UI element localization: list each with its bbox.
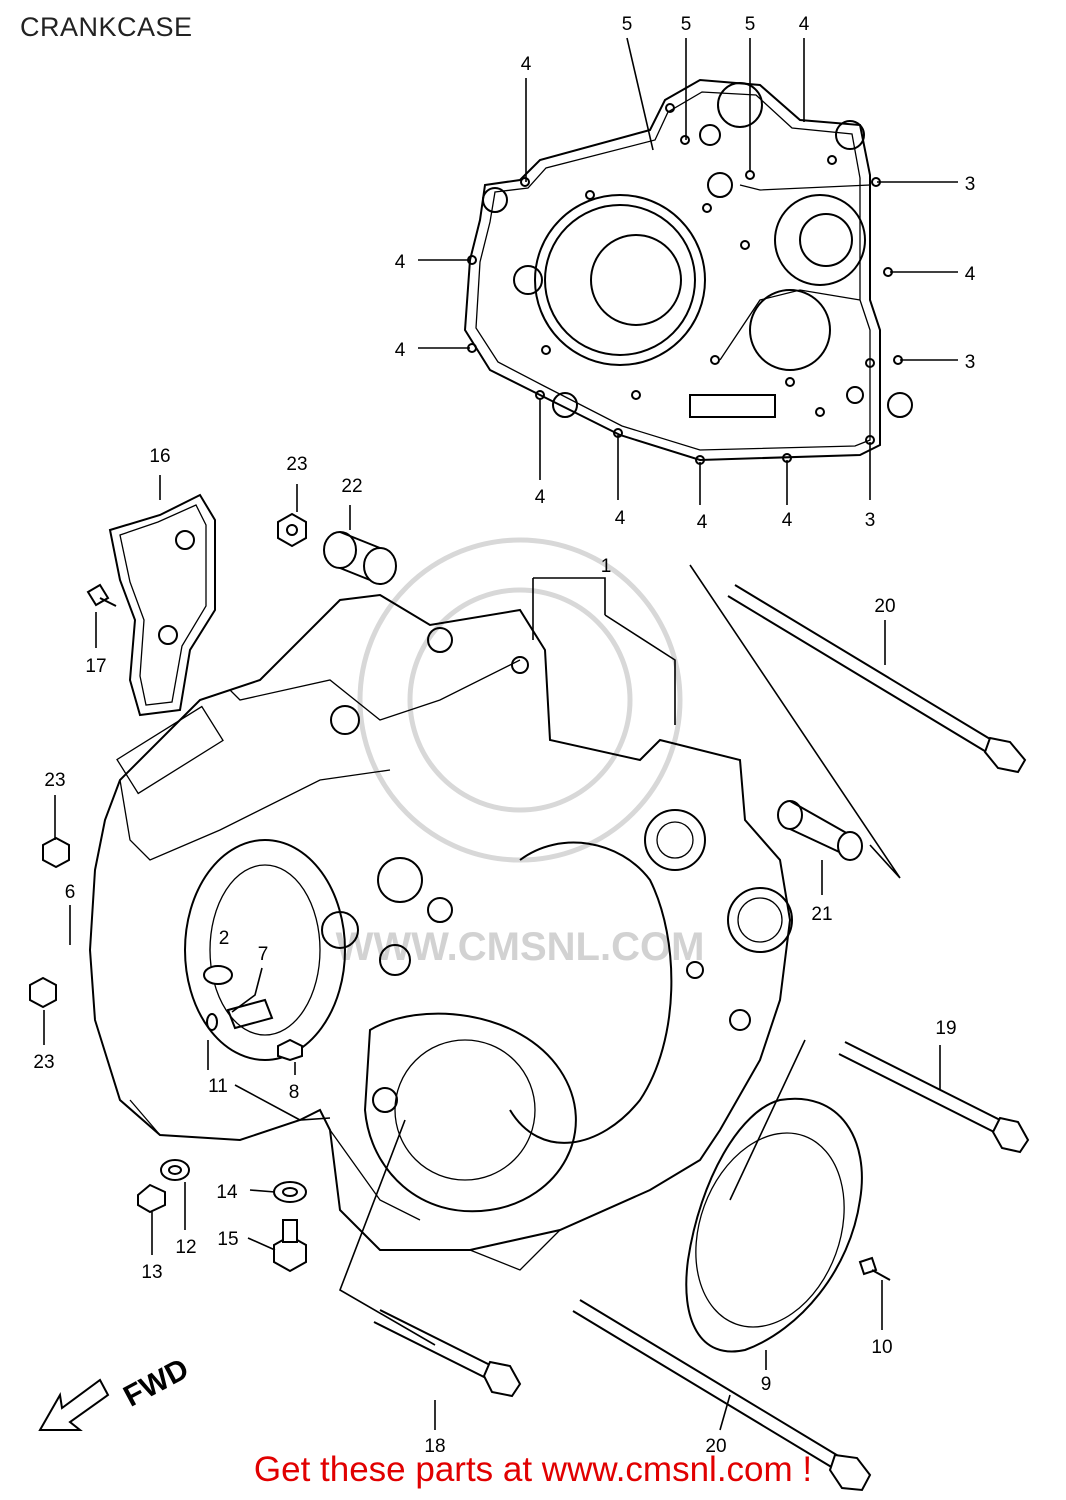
callout-5: 5 — [681, 14, 692, 35]
callout-11: 11 — [208, 1076, 228, 1097]
callout-21: 21 — [811, 904, 832, 925]
callout-22: 22 — [341, 476, 362, 497]
callout-5: 5 — [745, 14, 756, 35]
callout-8: 8 — [289, 1082, 300, 1103]
callout-13: 13 — [141, 1262, 162, 1283]
callout-19: 19 — [935, 1018, 956, 1039]
watermark-text: WWW.CMSNL.COM — [336, 925, 705, 969]
callout-6: 6 — [65, 882, 76, 903]
callout-4: 4 — [395, 340, 406, 361]
callout-1: 1 — [601, 556, 612, 577]
crankcase-drawing — [88, 593, 793, 1271]
callout-3: 3 — [965, 352, 976, 373]
leader-lines — [43, 37, 958, 1431]
callout-4: 4 — [965, 264, 976, 285]
callout-3: 3 — [865, 510, 876, 531]
callout-4: 4 — [799, 14, 810, 35]
callout-4: 4 — [615, 508, 626, 529]
parts-drawing — [29, 493, 1030, 1492]
callout-7: 7 — [258, 944, 269, 965]
callout-9: 9 — [761, 1374, 772, 1395]
callout-15: 15 — [217, 1229, 238, 1250]
callout-4: 4 — [535, 487, 546, 508]
fwd-label: FWD — [118, 1352, 194, 1413]
gasket-drawing — [463, 78, 913, 465]
callout-23: 23 — [44, 770, 65, 791]
shop-link-banner[interactable]: Get these parts at www.cmsnl.com ! — [253, 1450, 813, 1489]
callout-16: 16 — [149, 446, 170, 467]
callout-12: 12 — [175, 1237, 196, 1258]
callout-10: 10 — [871, 1337, 892, 1358]
callout-20: 20 — [705, 1436, 726, 1457]
callout-14: 14 — [216, 1182, 238, 1203]
page-title: CRANKCASE — [20, 12, 193, 42]
callout-4: 4 — [521, 54, 532, 75]
callout-4: 4 — [697, 512, 708, 533]
callout-17: 17 — [85, 656, 106, 677]
callout-labels: 5 5 5 4 4 3 4 4 4 3 4 4 4 4 3 16 23 22 1… — [33, 14, 975, 1457]
callout-4: 4 — [395, 252, 406, 273]
watermark: WWW.CMSNL.COM — [336, 537, 705, 969]
callout-23: 23 — [286, 454, 307, 475]
callout-4: 4 — [782, 510, 793, 531]
callout-3: 3 — [965, 174, 976, 195]
callout-5: 5 — [622, 14, 633, 35]
callout-18: 18 — [424, 1436, 445, 1457]
callout-2: 2 — [219, 928, 230, 949]
callout-20: 20 — [874, 596, 895, 617]
callout-23: 23 — [33, 1052, 54, 1073]
